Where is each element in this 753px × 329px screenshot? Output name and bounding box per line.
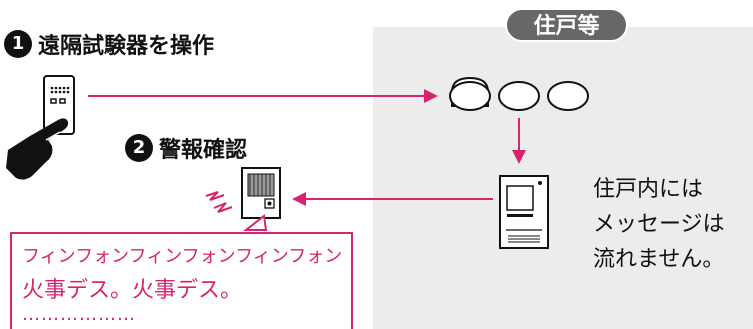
step-2-number: 2 <box>125 134 153 162</box>
step-2: 2 警報確認 <box>125 132 247 164</box>
dwelling-area <box>373 27 753 329</box>
step-1: 1 遠隔試験器を操作 <box>4 28 214 60</box>
step-2-text: 警報確認 <box>159 138 248 163</box>
dwelling-note: 住戸内には メッセージは 流れません。 <box>593 172 753 277</box>
speech-line-chime: フィンフォンフィンフォンフィンフォン <box>22 246 343 267</box>
intercom-master-icon <box>499 175 549 249</box>
step-1-text: 遠隔試験器を操作 <box>38 34 215 59</box>
remote-tester-icon <box>43 75 75 135</box>
speech-bubble: フィンフォンフィンフォンフィンフォン 火事デス。火事デス。 ……………… <box>10 232 353 329</box>
pointing-hand-icon <box>6 118 69 180</box>
note-line-2: メッセージは <box>593 212 725 237</box>
smoke-detector-icon <box>449 76 589 111</box>
speech-line-fire: 火事デス。火事デス。 <box>22 278 243 303</box>
door-station-icon <box>241 167 281 219</box>
speech-line-ellipsis: ……………… <box>22 304 136 325</box>
sound-wave-icon <box>205 191 233 213</box>
dwelling-label: 住戸等 <box>505 8 628 42</box>
note-line-1: 住戸内には <box>593 177 704 202</box>
note-line-3: 流れません。 <box>593 247 725 272</box>
step-1-number: 1 <box>4 30 32 58</box>
